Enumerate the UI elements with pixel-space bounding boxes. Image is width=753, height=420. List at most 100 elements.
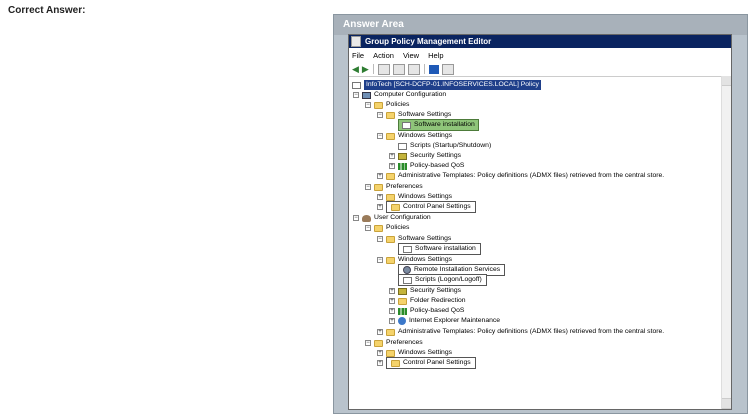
folder-icon [386, 256, 395, 264]
expand-icon[interactable]: + [389, 163, 395, 169]
folder-icon [374, 339, 383, 347]
collapse-icon[interactable]: − [353, 215, 359, 221]
folder-icon [386, 328, 395, 336]
tree-cc-pref-windows-settings[interactable]: + Windows Settings [377, 193, 453, 201]
software-installation-icon [403, 245, 412, 253]
folder-icon [374, 183, 383, 191]
expand-icon[interactable]: + [377, 360, 383, 366]
help-icon[interactable] [428, 64, 439, 74]
control-panel-icon [391, 203, 400, 211]
toolbar-separator [372, 64, 374, 74]
menu-bar: File Action View Help [349, 48, 731, 62]
window-titlebar: Group Policy Management Editor [349, 35, 731, 48]
collapse-icon[interactable]: − [377, 133, 383, 139]
view-icon[interactable] [441, 63, 454, 75]
forward-arrow-icon[interactable]: ▶ [361, 63, 369, 74]
tree-uc-security-settings[interactable]: + Security Settings [389, 287, 461, 295]
tree-cc-scripts[interactable]: Scripts (Startup/Shutdown) [398, 141, 491, 151]
script-icon [398, 142, 407, 150]
control-panel-icon [391, 359, 400, 367]
tree-user-configuration[interactable]: − User Configuration [353, 214, 431, 222]
collapse-icon[interactable]: − [353, 92, 359, 98]
gpme-app-icon [351, 36, 361, 47]
expand-icon[interactable]: + [389, 308, 395, 314]
tree-uc-qos[interactable]: + Policy-based QoS [389, 307, 465, 315]
folder-icon [386, 349, 395, 357]
folder-icon [386, 111, 395, 119]
tree-root[interactable]: InfoTech [SCH-DCFP-01.INFOSERVICES.LOCAL… [352, 80, 541, 90]
back-arrow-icon[interactable]: ◀ [352, 63, 359, 74]
script-icon [403, 276, 412, 284]
collapse-icon[interactable]: − [377, 257, 383, 263]
expand-icon[interactable]: + [377, 350, 383, 356]
collapse-icon[interactable]: − [365, 225, 371, 231]
tree-cc-security-settings[interactable]: + Security Settings [389, 152, 461, 160]
tree-computer-configuration[interactable]: − Computer Configuration [353, 91, 447, 99]
tree-cc-software-installation[interactable]: Software installation [398, 119, 479, 131]
tree-cc-pref-control-panel[interactable]: + Control Panel Settings [377, 201, 476, 213]
internet-explorer-icon [398, 317, 406, 325]
tree-uc-software-settings[interactable]: − Software Settings [377, 235, 452, 243]
properties-icon[interactable] [392, 63, 405, 75]
gpo-icon [352, 81, 361, 89]
tree-uc-policies[interactable]: − Policies [365, 224, 410, 232]
tree-uc-folder-redirection[interactable]: + Folder Redirection [389, 297, 466, 305]
tree-cc-policies[interactable]: − Policies [365, 101, 410, 109]
expand-icon[interactable]: + [377, 173, 383, 179]
collapse-icon[interactable]: − [365, 184, 371, 190]
tree-cc-windows-settings[interactable]: − Windows Settings [377, 132, 453, 140]
expand-icon[interactable]: + [389, 288, 395, 294]
user-icon [362, 214, 371, 222]
toolbar-separator [423, 64, 425, 74]
answer-area-title: Answer Area [334, 15, 747, 35]
qos-chart-icon [398, 307, 407, 315]
tree-cc-software-settings[interactable]: − Software Settings [377, 111, 452, 119]
tree-cc-qos[interactable]: + Policy-based QoS [389, 162, 465, 170]
folder-icon [374, 224, 383, 232]
computer-icon [362, 91, 371, 99]
collapse-icon[interactable]: − [377, 236, 383, 242]
tree-uc-admin-templates[interactable]: + Administrative Templates: Policy defin… [377, 328, 665, 336]
menu-action[interactable]: Action [373, 50, 394, 60]
folder-icon [398, 297, 407, 305]
expand-icon[interactable]: + [389, 318, 395, 324]
tree-cc-admin-templates[interactable]: + Administrative Templates: Policy defin… [377, 172, 665, 180]
collapse-icon[interactable]: − [377, 112, 383, 118]
security-icon [398, 287, 407, 295]
qos-chart-icon [398, 162, 407, 170]
scroll-down-button[interactable] [722, 398, 731, 409]
folder-icon [374, 101, 383, 109]
menu-file[interactable]: File [352, 50, 365, 60]
tree-uc-pref-control-panel[interactable]: + Control Panel Settings [377, 357, 476, 369]
tree-uc-software-installation[interactable]: Software installation [398, 243, 481, 255]
window-title: Group Policy Management Editor [365, 37, 492, 46]
collapse-icon[interactable]: − [365, 340, 371, 346]
answer-area: Answer Area Group Policy Management Edit… [333, 14, 748, 414]
expand-icon[interactable]: + [389, 153, 395, 159]
security-icon [398, 152, 407, 160]
expand-icon[interactable]: + [389, 298, 395, 304]
tree-uc-ie-maintenance[interactable]: + Internet Explorer Maintenance [389, 317, 501, 325]
group-policy-editor-window: Group Policy Management Editor File Acti… [348, 34, 732, 410]
folder-icon [386, 193, 395, 201]
collapse-icon[interactable]: − [365, 102, 371, 108]
export-list-icon[interactable] [407, 63, 420, 75]
expand-icon[interactable]: + [377, 194, 383, 200]
menu-help[interactable]: Help [428, 50, 444, 60]
folder-icon [386, 235, 395, 243]
expand-icon[interactable]: + [377, 329, 383, 335]
vertical-scrollbar[interactable] [721, 76, 731, 409]
toolbar: ◀ ▶ [349, 62, 731, 77]
tree-uc-scripts[interactable]: Scripts (Logon/Logoff) [398, 274, 487, 286]
scroll-up-button[interactable] [722, 76, 731, 86]
tree-uc-windows-settings[interactable]: − Windows Settings [377, 256, 453, 264]
tree-cc-preferences[interactable]: − Preferences [365, 183, 423, 191]
tree-uc-preferences[interactable]: − Preferences [365, 339, 423, 347]
tree-uc-pref-windows-settings[interactable]: + Windows Settings [377, 349, 453, 357]
remote-installation-icon [403, 266, 411, 274]
show-hide-tree-icon[interactable] [377, 63, 390, 75]
software-installation-icon [402, 121, 411, 129]
folder-icon [386, 132, 395, 140]
menu-view[interactable]: View [402, 50, 420, 60]
expand-icon[interactable]: + [377, 204, 383, 210]
